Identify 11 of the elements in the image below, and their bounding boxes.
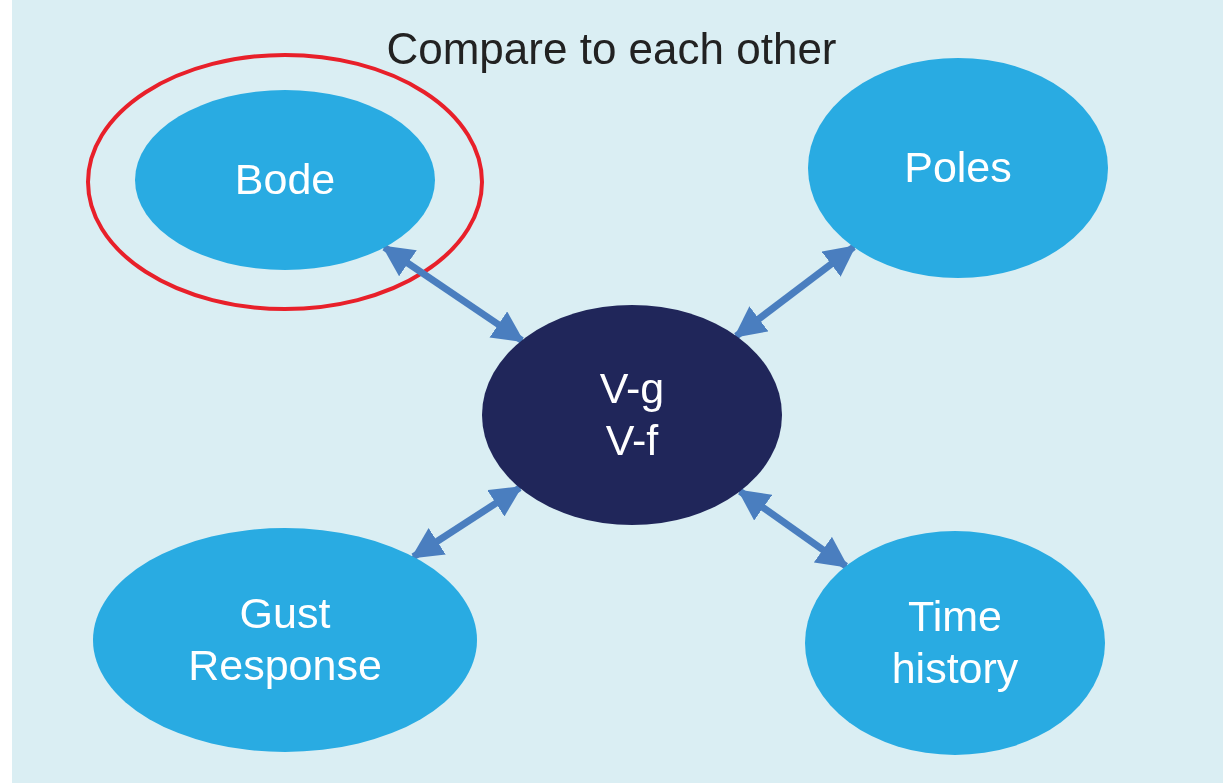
double-arrow: [737, 488, 849, 569]
double-arrow: [410, 484, 523, 560]
node-label: Poles: [904, 142, 1012, 194]
node-label: V-g: [599, 363, 665, 415]
title: Compare to each other: [386, 24, 837, 74]
node-label: V-f: [605, 415, 659, 466]
double-arrow: [381, 244, 525, 344]
node-label: Gust Response: [187, 588, 383, 691]
node-label: Time history: [890, 591, 1020, 694]
double-arrow: [733, 244, 857, 339]
node-label: Bode: [234, 154, 336, 206]
